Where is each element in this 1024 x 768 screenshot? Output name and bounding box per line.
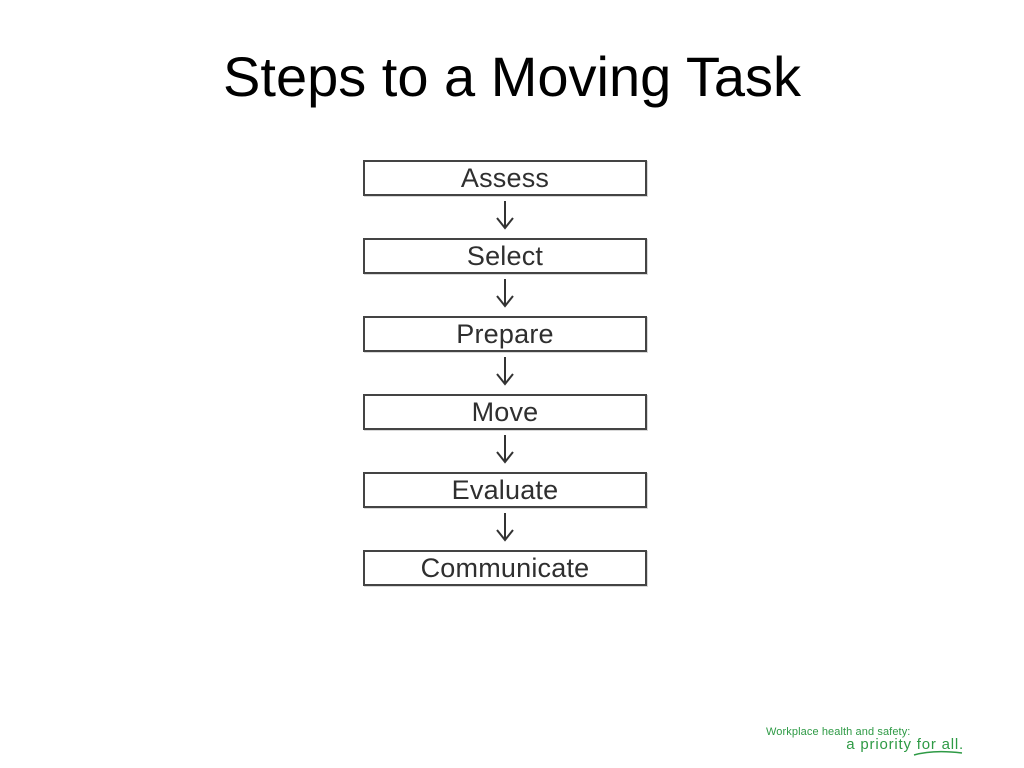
- down-arrow-icon: [496, 279, 514, 308]
- step-box-assess: Assess: [363, 160, 647, 196]
- step-box-communicate: Communicate: [363, 550, 647, 586]
- down-arrow-icon: [496, 513, 514, 542]
- down-arrow-icon: [496, 435, 514, 464]
- step-label-communicate: Communicate: [420, 552, 590, 583]
- step-label-assess: Assess: [460, 162, 550, 193]
- step-box-move: Move: [363, 394, 647, 430]
- step-label-prepare: Prepare: [456, 318, 554, 349]
- down-arrow-icon: [496, 357, 514, 386]
- step-label-select: Select: [466, 240, 544, 271]
- step-label-move: Move: [471, 396, 539, 427]
- step-label-evaluate: Evaluate: [451, 474, 559, 505]
- footer-tagline-line2: a priority for all.: [846, 736, 964, 753]
- step-box-prepare: Prepare: [363, 316, 647, 352]
- step-box-select: Select: [363, 238, 647, 274]
- step-box-evaluate: Evaluate: [363, 472, 647, 508]
- swoosh-icon: [913, 750, 963, 756]
- moving-task-flowchart: Assess Select Prepare Move Evalu: [363, 160, 650, 590]
- down-arrow-icon: [496, 201, 514, 230]
- page-title: Steps to a Moving Task: [223, 45, 801, 108]
- footer-tagline: Workplace health and safety: a priority …: [736, 726, 976, 758]
- footer-tagline-line1: Workplace health and safety:: [766, 726, 911, 738]
